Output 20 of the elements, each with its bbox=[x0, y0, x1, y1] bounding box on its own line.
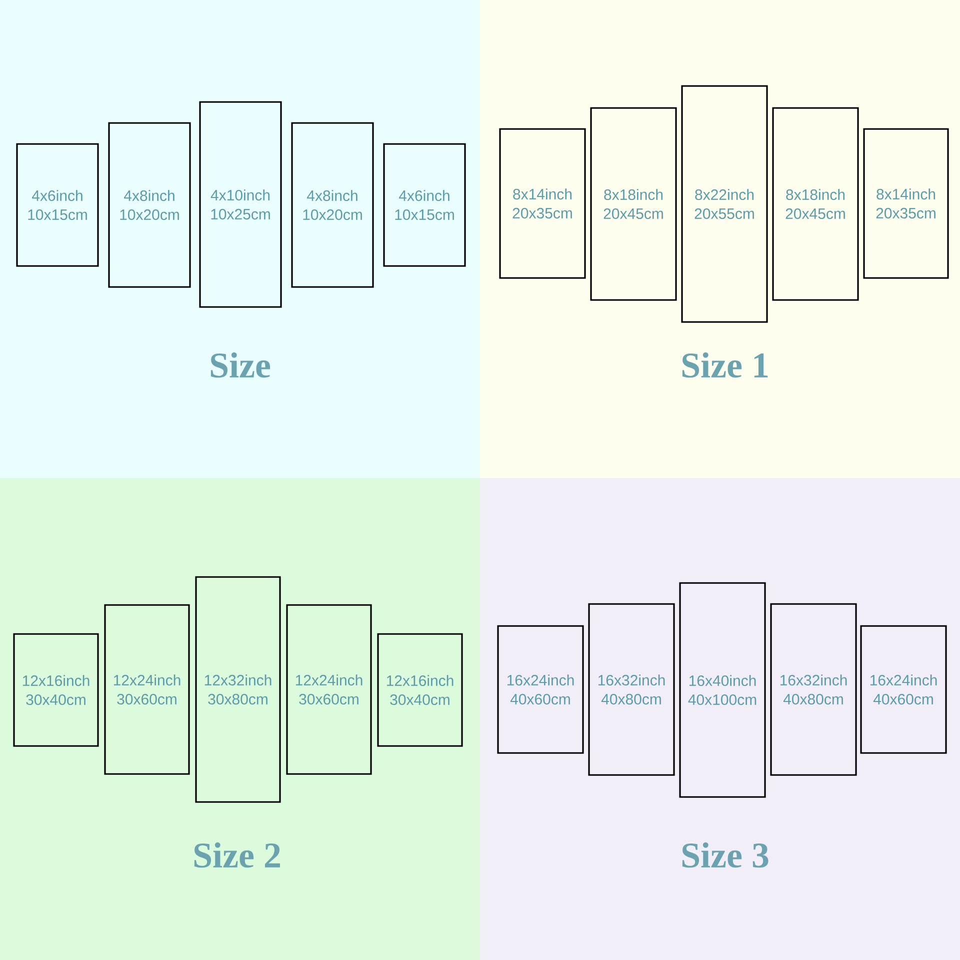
canvas-panel: 12x16inch 30x40cm bbox=[13, 633, 99, 747]
canvas-panel: 12x32inch 30x80cm bbox=[195, 576, 281, 803]
canvas-panel: 8x22inch 20x55cm bbox=[681, 85, 768, 323]
canvas-panel: 4x6inch 10x15cm bbox=[16, 143, 99, 267]
canvas-panel: 16x24inch 40x60cm bbox=[497, 625, 584, 754]
canvas-panel: 16x40inch 40x100cm bbox=[679, 582, 766, 798]
canvas-panel: 16x32inch 40x80cm bbox=[588, 603, 675, 776]
canvas-panel: 4x8inch 10x20cm bbox=[108, 122, 191, 288]
canvas-panel: 4x6inch 10x15cm bbox=[383, 143, 466, 267]
canvas-panel: 16x32inch 40x80cm bbox=[770, 603, 857, 776]
canvas-panel: 4x10inch 10x25cm bbox=[199, 101, 282, 308]
canvas-panel: 8x18inch 20x45cm bbox=[590, 107, 677, 301]
canvas-panel: 8x14inch 20x35cm bbox=[863, 128, 949, 279]
canvas-panel: 8x14inch 20x35cm bbox=[499, 128, 586, 279]
canvas-panel: 4x8inch 10x20cm bbox=[291, 122, 374, 288]
canvas-panel: 12x24inch 30x60cm bbox=[104, 604, 190, 775]
canvas-panel: 12x24inch 30x60cm bbox=[286, 604, 372, 775]
canvas-panel: 16x24inch 40x60cm bbox=[860, 625, 947, 754]
canvas-panel: 12x16inch 30x40cm bbox=[377, 633, 463, 747]
canvas-panel: 8x18inch 20x45cm bbox=[772, 107, 859, 301]
